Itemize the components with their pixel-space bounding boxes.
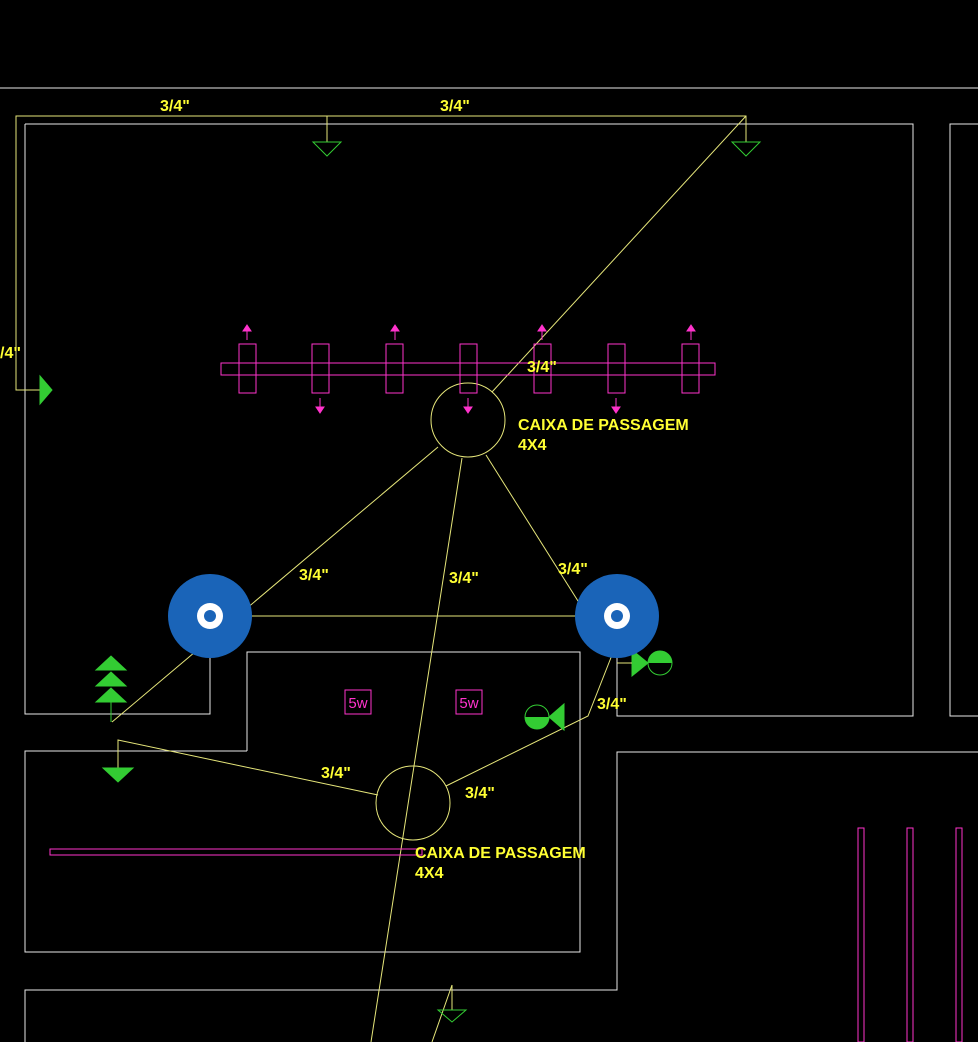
wall-main-room xyxy=(25,123,914,717)
arrow-up-icon xyxy=(686,324,696,332)
conduit-label: 3/4" xyxy=(527,359,557,376)
conduit-label: 3/4" xyxy=(440,98,470,115)
arrow-up-icon xyxy=(242,324,252,332)
conduit-label: 3/4" xyxy=(465,785,495,802)
junction-box-lower[interactable] xyxy=(375,765,451,841)
conduit-label: 3/4" xyxy=(449,570,479,587)
conduit-lower-right xyxy=(445,654,613,787)
ground-symbol-icon xyxy=(311,141,343,157)
wall-main-room-left xyxy=(24,124,211,715)
lamp-box xyxy=(455,689,483,715)
fixture-3 xyxy=(385,343,404,394)
arrow-up-icon xyxy=(537,324,547,332)
lamp-label: 5w xyxy=(348,695,367,712)
arrow-down-icon xyxy=(315,406,325,414)
junction-box-name: CAIXA DE PASSAGEM xyxy=(415,845,586,862)
junction-box-size: 4X4 xyxy=(518,437,547,454)
fixture-1 xyxy=(238,343,257,394)
fixture-7 xyxy=(681,343,700,394)
lamp-2[interactable]: 5w xyxy=(455,689,483,715)
magenta-lower-strip xyxy=(49,848,423,856)
wall-right-room xyxy=(949,123,978,717)
arrow-down-icon xyxy=(463,406,473,414)
wall-lower-right-room xyxy=(24,751,978,1042)
conduit-label: /4" xyxy=(0,345,21,362)
ground-symbol-icon xyxy=(436,1009,468,1023)
junction-box-name: CAIXA DE PASSAGEM xyxy=(518,417,689,434)
green-switch-right xyxy=(617,648,673,678)
arrow-up-icon xyxy=(390,324,400,332)
fixture-arrows xyxy=(242,324,696,414)
conduit-diagonal-top xyxy=(491,115,747,393)
green-symbols xyxy=(39,141,762,1023)
green-stack-symbol xyxy=(94,655,128,722)
magenta-right-strips xyxy=(857,827,963,1042)
fixture-bar xyxy=(220,362,716,376)
green-switch-left xyxy=(524,702,565,732)
ground-symbol-icon xyxy=(39,374,53,406)
fixture-4 xyxy=(459,343,478,394)
walls xyxy=(24,123,978,1042)
junction-box-size: 4X4 xyxy=(415,865,444,882)
junction-box-label-lower: CAIXA DE PASSAGEM 4X4 xyxy=(415,845,586,882)
wall-inner-room xyxy=(24,651,581,953)
conduit-top-run xyxy=(15,115,747,391)
lamp-box xyxy=(344,689,372,715)
junction-box-label-upper: CAIXA DE PASSAGEM 4X4 xyxy=(518,417,689,454)
conduit-label: 3/4" xyxy=(299,567,329,584)
ground-symbol-icon xyxy=(730,141,762,157)
magenta-fixture-row xyxy=(220,343,716,394)
arrow-down-icon xyxy=(611,406,621,414)
conduit-box-to-left xyxy=(111,446,439,723)
lamp-label: 5w xyxy=(459,695,478,712)
fixture-2 xyxy=(311,343,330,394)
conduit-label: 3/4" xyxy=(321,765,351,782)
conduit-labels: 3/4" 3/4" /4" 3/4" 3/4" 3/4" 3/4" 3/4" 3… xyxy=(0,98,627,802)
selection-grip-right[interactable] xyxy=(575,574,659,658)
ground-symbol-icon xyxy=(101,767,135,783)
conduit-label: 3/4" xyxy=(597,696,627,713)
conduit-label: 3/4" xyxy=(558,561,588,578)
conduit-label: 3/4" xyxy=(160,98,190,115)
selection-grip-left[interactable] xyxy=(168,574,252,658)
conduit-lower-left xyxy=(117,739,379,796)
fixture-6 xyxy=(607,343,626,394)
fixture-5 xyxy=(533,343,552,394)
lamp-1[interactable]: 5w xyxy=(344,689,372,715)
conduit-center-vertical xyxy=(370,457,463,1042)
junction-box-upper[interactable] xyxy=(430,382,506,458)
